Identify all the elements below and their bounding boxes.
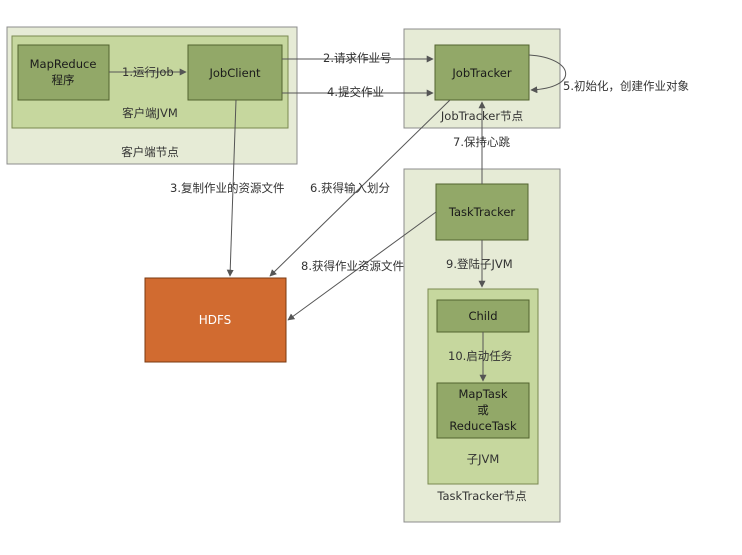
hdfs-label: HDFS: [199, 313, 232, 327]
step-10-label: 10.启动任务: [448, 349, 513, 363]
step-2-label: 2.请求作业号: [323, 51, 391, 65]
step-5-label: 5.初始化，创建作业对象: [563, 79, 689, 93]
maptask-box: [436, 382, 530, 439]
step-7-label: 7.保持心跳: [453, 135, 510, 149]
step-3-label: 3.复制作业的资源文件: [170, 181, 284, 195]
client-jvm-label: 客户端JVM: [122, 106, 178, 120]
jobtracker-label: JobTracker: [451, 66, 511, 80]
mapreduce-program-label-line2: 程序: [52, 73, 75, 87]
tasktracker-box: [435, 183, 529, 241]
client-node-label: 客户端节点: [121, 145, 179, 159]
step-4-label: 4.提交作业: [327, 85, 384, 99]
arrow-copy-resources: [226, 99, 237, 277]
mapreduce-program-label-line1: MapReduce: [30, 57, 97, 71]
jobclient-label: JobClient: [208, 66, 261, 80]
child-jvm-label: 子JVM: [467, 452, 500, 466]
mapreduce-program-box: [17, 44, 110, 101]
arrow-get-input-splits: [269, 99, 451, 277]
jobtracker-box: [434, 44, 530, 101]
maptask-label-line3: ReduceTask: [449, 419, 517, 433]
arrow-initialize-job: [528, 54, 567, 94]
tasktracker-node-label: TaskTracker节点: [436, 489, 526, 503]
tasktracker-label: TaskTracker: [448, 205, 516, 219]
step-6-label: 6.获得输入划分: [310, 181, 390, 195]
arrow-get-job-resources: [287, 211, 437, 321]
jobclient-box: [187, 44, 283, 101]
child-label: Child: [468, 309, 497, 323]
maptask-label-line2: 或: [477, 403, 489, 417]
maptask-label-line1: MapTask: [458, 387, 507, 401]
hdfs-box: [144, 277, 287, 363]
step-9-label: 9.登陆子JVM: [446, 257, 513, 271]
step-8-label: 8.获得作业资源文件: [301, 259, 404, 273]
step-1-label: 1.运行Job: [122, 65, 174, 79]
